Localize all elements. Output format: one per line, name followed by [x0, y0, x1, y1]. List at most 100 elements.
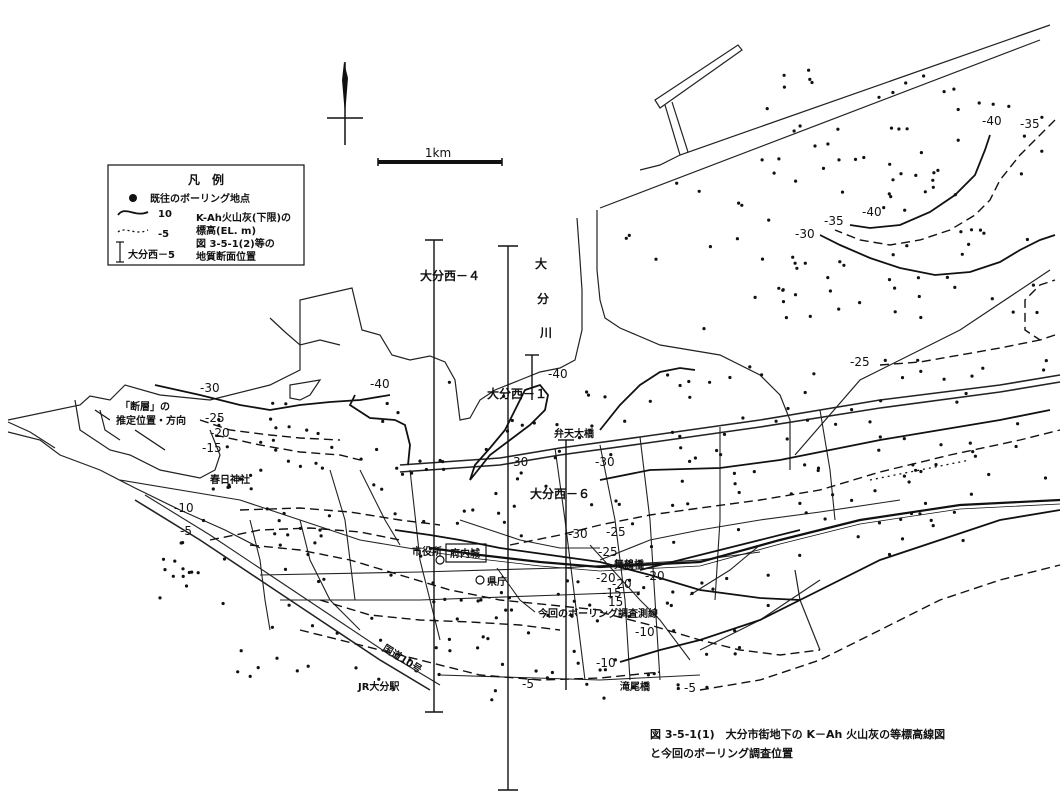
- boring-point: [249, 487, 253, 491]
- boring-point: [1035, 310, 1039, 315]
- boring-point: [318, 528, 322, 532]
- boring-point: [510, 418, 514, 423]
- boring-point: [711, 587, 715, 591]
- boring-point: [977, 101, 981, 105]
- boring-point: [808, 314, 812, 318]
- boring-point: [507, 596, 511, 600]
- boring-point: [671, 590, 675, 594]
- boring-point: [907, 480, 911, 484]
- contour-label: -20: [596, 571, 616, 585]
- boring-point: [314, 461, 318, 465]
- boring-point: [672, 540, 676, 544]
- boring-point: [900, 537, 905, 541]
- boring-point: [678, 434, 682, 438]
- boring-point: [666, 373, 670, 377]
- boring-point: [500, 662, 505, 667]
- boring-point: [380, 487, 384, 491]
- boring-point: [909, 511, 914, 516]
- figure-caption-line2: と今回のボーリング調査位置: [650, 746, 793, 760]
- boring-point: [914, 468, 918, 472]
- boring-point: [481, 635, 485, 639]
- contour-label: -35: [824, 214, 844, 228]
- boring-point: [652, 672, 656, 676]
- boring-point: [497, 511, 501, 515]
- boring-point: [722, 432, 727, 436]
- boring-point: [672, 629, 676, 633]
- place-jr-oita-station: JR大分駅: [357, 680, 400, 693]
- boring-point: [259, 468, 263, 472]
- boring-point: [753, 295, 757, 299]
- boring-point: [804, 511, 808, 515]
- boring-point: [936, 168, 940, 172]
- place-city-hall: 市役所: [412, 545, 442, 558]
- river-label-1: 大: [535, 256, 547, 271]
- boring-point: [902, 437, 906, 441]
- boring-point: [455, 521, 459, 525]
- boring-point: [590, 503, 594, 507]
- boring-point: [590, 424, 594, 428]
- boring-point: [826, 142, 830, 146]
- boring-point: [990, 297, 994, 301]
- boring-point: [873, 489, 877, 493]
- boring-point: [891, 90, 895, 95]
- boring-point: [877, 448, 881, 452]
- boring-point: [211, 487, 215, 491]
- boring-point: [359, 457, 363, 461]
- boring-point: [737, 201, 741, 205]
- legend-contour-title-2: 標高(EL. m): [196, 224, 256, 237]
- boring-point: [981, 366, 985, 370]
- boring-point: [740, 203, 744, 207]
- boring-point: [665, 601, 670, 605]
- legend-contour-value-solid: 10: [158, 209, 172, 220]
- boring-point: [903, 208, 907, 212]
- boring-point: [828, 289, 833, 293]
- boring-point: [777, 286, 781, 290]
- contour-label: -20: [645, 569, 665, 583]
- boring-point: [899, 517, 903, 522]
- boring-point: [836, 127, 840, 131]
- contour-label: -25: [850, 355, 870, 369]
- legend-title: 凡 例: [188, 172, 224, 187]
- boring-point: [1011, 310, 1015, 314]
- boring-point: [850, 498, 854, 502]
- boring-point: [437, 672, 441, 677]
- contour-label: -15: [602, 586, 622, 600]
- boring-point: [705, 652, 709, 656]
- boring-point: [891, 178, 895, 182]
- boring-point: [627, 233, 631, 237]
- boring-point: [249, 473, 253, 477]
- boring-point: [187, 570, 191, 575]
- boring-point: [410, 471, 414, 475]
- boring-point: [274, 426, 278, 430]
- boring-point: [905, 127, 909, 131]
- boring-point: [840, 190, 845, 194]
- boring-point: [354, 666, 358, 670]
- boring-point: [856, 535, 860, 539]
- boring-point: [916, 276, 921, 280]
- boring-point: [791, 255, 795, 259]
- boring-point: [952, 510, 957, 514]
- boring-point: [837, 307, 841, 311]
- boring-point: [227, 483, 231, 487]
- boring-point: [1019, 172, 1024, 176]
- boring-point: [455, 617, 459, 621]
- boring-point: [904, 81, 908, 85]
- boring-point: [556, 592, 560, 596]
- place-maizuru-bridge: 舞鶴橋: [614, 558, 645, 571]
- boring-point: [602, 696, 606, 700]
- boring-point: [624, 236, 628, 240]
- boring-point: [942, 90, 946, 94]
- boring-point: [877, 95, 881, 99]
- boring-point: [377, 677, 381, 681]
- city-hall-marker-icon: [435, 555, 445, 565]
- contour-label: -20: [612, 577, 632, 591]
- boring-point: [370, 616, 374, 620]
- river-label-2: 分: [537, 291, 549, 306]
- boring-point: [181, 567, 185, 571]
- boring-point: [838, 260, 842, 264]
- coastline: [7, 24, 1051, 651]
- boring-point: [434, 646, 438, 650]
- boring-point: [919, 315, 923, 320]
- boring-point: [953, 285, 957, 289]
- boring-point: [669, 603, 673, 608]
